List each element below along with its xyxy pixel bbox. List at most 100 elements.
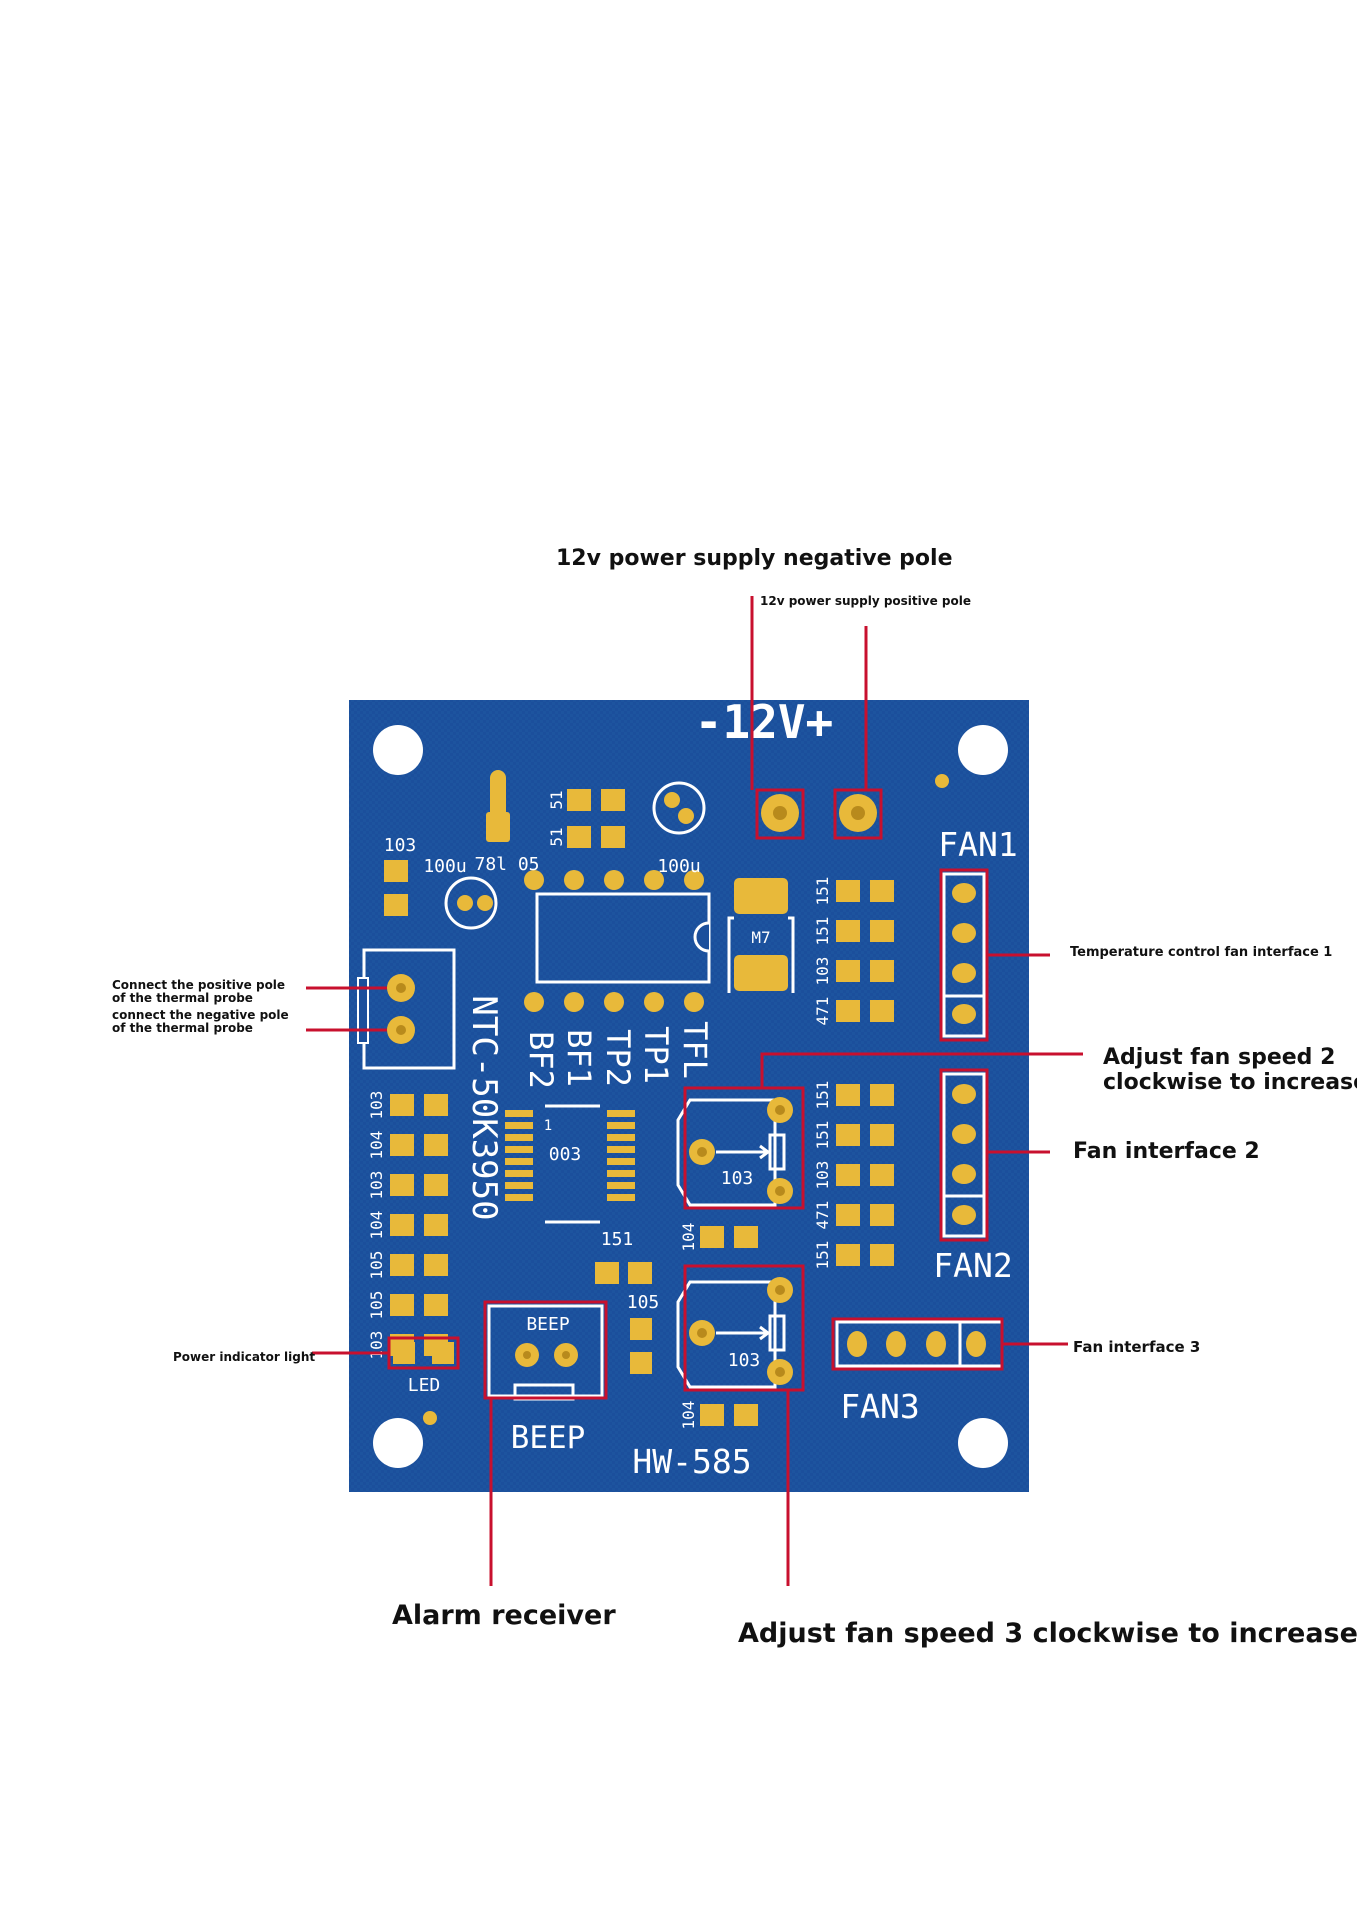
resistor-104-top [700, 1226, 758, 1248]
resistor-pad [836, 1124, 860, 1146]
label-probe-positive: Connect the positive pole of the thermal… [112, 978, 286, 1006]
label-fan-speed-2-line1: Adjust fan speed 2 [1103, 1045, 1336, 1070]
led-label: LED [408, 1375, 441, 1396]
label-alarm-receiver: Alarm receiver [392, 1600, 616, 1631]
label-fan-speed-2-line2: clockwise to increase [1103, 1070, 1357, 1095]
fan2-header [942, 1072, 986, 1238]
tp2-label: TP2 [599, 1029, 637, 1087]
callout-box-negative [755, 788, 805, 840]
resistor-column-right-mid [836, 1084, 894, 1266]
leader-pot2 [760, 1052, 1083, 1088]
beep-small-label: BEEP [526, 1314, 570, 1335]
fan2-label: FAN2 [933, 1246, 1012, 1285]
resistor-103-top [384, 860, 408, 916]
resistor-pad [870, 1124, 894, 1146]
ntc-label: NTC-50K3950 [464, 995, 504, 1220]
dip-ic-footprint [524, 870, 711, 1012]
chip-003-label: 003 [549, 1144, 582, 1165]
label-positive-pole: 12v power supply positive pole [760, 594, 971, 608]
pot2-label: 103 [721, 1168, 754, 1189]
beep-footprint [487, 1304, 604, 1401]
m7-label: M7 [751, 928, 770, 947]
diode-m7 [727, 878, 795, 993]
resistor-pad [424, 1294, 448, 1316]
resistor-pad [390, 1094, 414, 1116]
resistor-pad [870, 960, 894, 982]
resistor-value-label: 103 [367, 1331, 386, 1360]
model-label: HW-585 [632, 1442, 751, 1481]
r51a-label: 51 [547, 790, 566, 809]
r104-pot-bottom-label: 104 [679, 1401, 698, 1430]
resistor-value-label: 103 [367, 1091, 386, 1120]
resistor-pad [836, 920, 860, 942]
potentiometer-3 [676, 1277, 793, 1389]
label-power-indicator: Power indicator light [173, 1350, 316, 1364]
cap-right-label: 100u [657, 856, 700, 877]
resistor-value-label: 151 [813, 1081, 832, 1110]
potentiometer-2 [676, 1097, 793, 1207]
resistor-pad [836, 1244, 860, 1266]
leader-lines [306, 596, 1083, 1586]
resistor-151-105 [595, 1262, 652, 1374]
resistor-value-label: 105 [367, 1291, 386, 1320]
resistor-value-label: 471 [813, 1201, 832, 1230]
mounting-hole [373, 1418, 423, 1468]
mounting-holes [373, 725, 1008, 1468]
resistor-value-label: 105 [367, 1251, 386, 1280]
label-negative-pole: 12v power supply negative pole [556, 546, 953, 571]
resistor-pad [870, 1164, 894, 1186]
label-fan-interface-2: Fan interface 2 [1073, 1139, 1260, 1164]
r51b-label: 51 [547, 827, 566, 846]
label-probe-negative: connect the negative pole of the thermal… [112, 1008, 289, 1036]
r104-pot-top-label: 104 [679, 1223, 698, 1252]
resistor-pad [836, 880, 860, 902]
resistor-column-left [390, 1094, 448, 1356]
resistor-value-label: 151 [813, 1241, 832, 1270]
resistor-pad [870, 1244, 894, 1266]
resistor-value-label: 471 [813, 997, 832, 1026]
beep-large-label: BEEP [511, 1420, 586, 1456]
resistor-pad [424, 1174, 448, 1196]
mounting-hole [373, 725, 423, 775]
resistor-pad [836, 1204, 860, 1226]
resistor-value-label: 103 [813, 957, 832, 986]
power-terminals [761, 794, 877, 832]
fan3-label: FAN3 [840, 1387, 919, 1426]
regulator-footprint [486, 770, 510, 842]
r105-mid-label: 105 [627, 1292, 660, 1313]
fan3-header [835, 1320, 1004, 1368]
resistor-column-right-top [836, 880, 894, 1022]
resistor-pad [390, 1174, 414, 1196]
soic-chip [505, 1104, 635, 1224]
led-footprint [393, 1342, 454, 1364]
resistor-pad [390, 1214, 414, 1236]
resistor-value-label: 104 [367, 1131, 386, 1160]
resistor-value-label: 104 [367, 1211, 386, 1240]
thermal-probe-connector [357, 948, 456, 1070]
fiducial [423, 1411, 437, 1425]
voltage-label: -12V+ [695, 695, 833, 749]
bf1-label: BF1 [560, 1029, 598, 1087]
label-fan-interface-1: Temperature control fan interface 1 [1070, 945, 1333, 960]
resistor-value-label: 103 [813, 1161, 832, 1190]
fiducial [935, 774, 949, 788]
resistor-value-label: 151 [813, 1121, 832, 1150]
resistor-pad [836, 960, 860, 982]
r103-top-label: 103 [384, 835, 417, 856]
resistor-104-bottom [700, 1404, 758, 1426]
fan1-header [942, 872, 986, 1038]
fan1-label: FAN1 [938, 825, 1017, 864]
resistor-pad [424, 1214, 448, 1236]
resistor-pad [390, 1294, 414, 1316]
resistor-value-label: 151 [813, 877, 832, 906]
resistor-pad [870, 920, 894, 942]
resistor-pad [424, 1094, 448, 1116]
bf2-label: BF2 [522, 1031, 560, 1089]
resistor-pad [870, 1084, 894, 1106]
resistor-pad [390, 1134, 414, 1156]
pot3-label: 103 [728, 1350, 761, 1371]
capacitor-100u-left [444, 876, 498, 930]
callout-box-pot2 [683, 1086, 805, 1210]
label-fan-interface-3: Fan interface 3 [1073, 1338, 1201, 1356]
